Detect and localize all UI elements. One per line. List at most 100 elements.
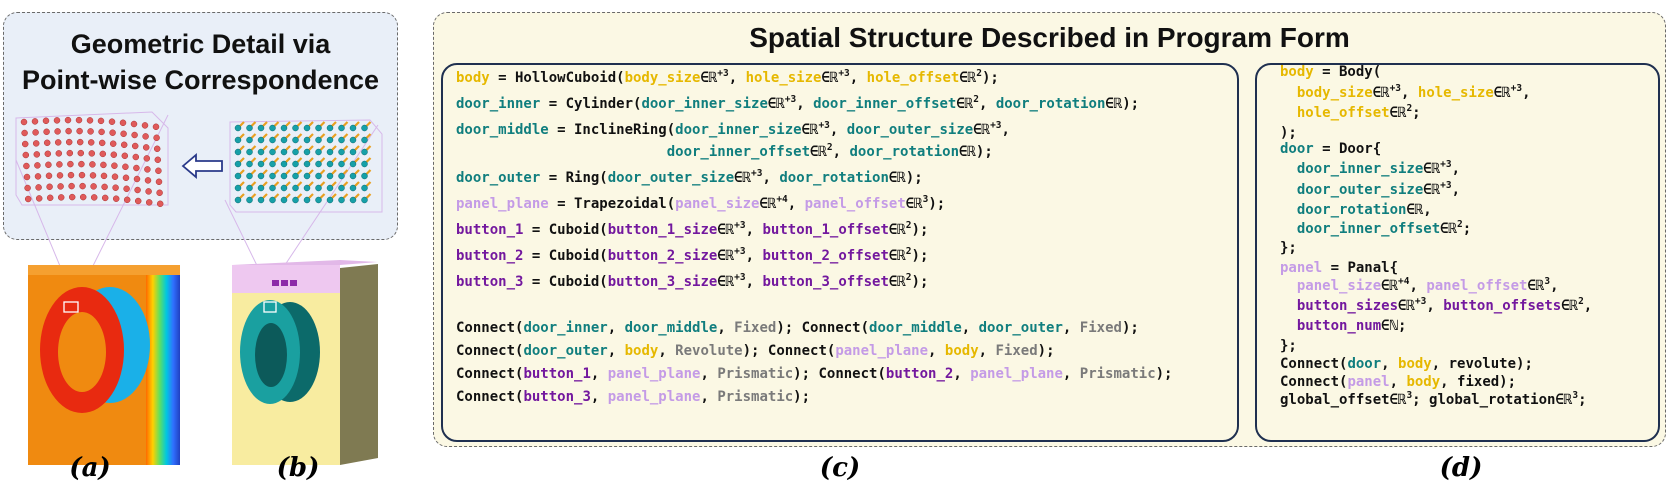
- point-marker: [33, 151, 41, 158]
- code-token: ,: [745, 274, 763, 290]
- point-marker: [101, 194, 109, 202]
- code-line: button_3 = Cuboid(button_3_size∈ℝ+3, but…: [456, 272, 928, 292]
- point-marker: [76, 138, 84, 146]
- point-correspondence-title: Geometric Detail via Point-wise Correspo…: [3, 26, 398, 98]
- point-marker: [141, 122, 149, 129]
- point-marker: [155, 167, 162, 175]
- code-token: door_rotation: [1296, 202, 1407, 218]
- point-marker: [326, 196, 334, 204]
- point-marker: [130, 120, 138, 128]
- code-token: ∈ℝ: [734, 170, 752, 186]
- code-token: ,: [1451, 182, 1461, 198]
- point-marker: [292, 148, 299, 156]
- code-token: door: [1347, 356, 1382, 372]
- program-box-c: [441, 63, 1239, 442]
- point-marker: [234, 136, 242, 144]
- code-token: ∈ℝ);: [1105, 96, 1140, 112]
- code-token: button_1: [523, 366, 591, 382]
- point-marker: [145, 188, 152, 195]
- code-line: };: [1280, 238, 1297, 258]
- code-token: ,: [1451, 161, 1461, 177]
- code-token: 2: [976, 68, 982, 79]
- code-token: ∈ℝ);: [959, 144, 993, 160]
- point-marker: [246, 124, 253, 132]
- point-marker: [145, 199, 153, 206]
- point-marker: [315, 124, 322, 132]
- code-token: = Ring(: [540, 170, 608, 186]
- code-token: ∈ℝ: [767, 96, 785, 112]
- point-marker: [349, 196, 357, 204]
- point-marker: [280, 160, 288, 168]
- code-line: button_2 = Cuboid(button_2_size∈ℝ+3, but…: [456, 246, 928, 266]
- point-marker: [142, 133, 149, 140]
- point-marker: [133, 175, 141, 183]
- code-token: ∈ℝ: [1440, 221, 1458, 237]
- point-marker: [144, 177, 152, 184]
- point-marker: [338, 172, 345, 180]
- code-token: button_1_offset: [762, 222, 889, 238]
- code-token: door_middle: [456, 122, 549, 138]
- point-marker: [90, 183, 97, 190]
- code-token: ,: [717, 320, 735, 336]
- point-marker: [76, 127, 83, 135]
- code-token: ,: [796, 96, 814, 112]
- code-line: body = Body(: [1280, 62, 1381, 82]
- point-marker: [98, 128, 105, 136]
- code-token: ∈ℝ: [1423, 161, 1441, 177]
- point-marker: [97, 117, 105, 125]
- code-token: ,: [700, 389, 718, 405]
- code-line: Connect(button_3, panel_plane, Prismatic…: [456, 387, 810, 407]
- code-token: ,: [928, 343, 945, 359]
- code-token: ∈ℝ,: [1406, 202, 1432, 218]
- code-line: body_size∈ℝ+3, hole_size∈ℝ+3,: [1280, 83, 1531, 103]
- point-marker: [133, 164, 140, 172]
- code-token: body: [944, 343, 979, 359]
- point-marker: [338, 136, 345, 144]
- point-marker: [110, 151, 118, 158]
- point-marker: [361, 136, 368, 144]
- point-marker: [87, 128, 94, 135]
- point-marker: [338, 160, 345, 168]
- washer-a: [28, 265, 180, 465]
- point-marker: [303, 124, 311, 132]
- point-marker: [257, 160, 265, 168]
- code-token: button_1_size: [607, 222, 718, 238]
- code-token: ,: [787, 196, 805, 212]
- point-marker: [123, 185, 130, 193]
- code-line: body = HollowCuboid(body_size∈ℝ+3, hole_…: [456, 68, 999, 88]
- spatial-structure-title: Spatial Structure Described in Program F…: [749, 22, 1350, 53]
- code-line: Connect(panel, body, fixed);: [1280, 372, 1516, 392]
- point-marker: [280, 196, 288, 204]
- point-marker: [361, 184, 368, 192]
- code-token: = Trapezoidal(: [548, 196, 676, 212]
- point-marker: [154, 156, 162, 164]
- code-token: 2: [1406, 103, 1413, 114]
- point-marker: [144, 166, 151, 173]
- code-token: +3: [1414, 296, 1427, 307]
- point-marker: [75, 116, 83, 124]
- code-token: door_outer_size: [607, 170, 735, 186]
- point-marker: [303, 196, 311, 204]
- caption-d: (d): [1440, 453, 1483, 483]
- point-marker: [57, 183, 64, 190]
- point-marker: [65, 138, 73, 146]
- title-line-2: Point-wise Correspondence: [21, 65, 380, 95]
- code-token: = Cuboid(: [523, 222, 608, 238]
- code-token: );: [1280, 125, 1297, 141]
- point-marker: [361, 196, 368, 204]
- point-marker: [280, 184, 288, 192]
- point-marker: [269, 160, 276, 168]
- code-token: +3: [717, 68, 729, 79]
- code-token: ∈ℝ: [1493, 85, 1511, 101]
- code-line: door_inner = Cylinder(door_inner_size∈ℝ+…: [456, 94, 1139, 114]
- point-marker: [269, 184, 276, 192]
- point-marker: [54, 139, 62, 146]
- point-marker: [292, 136, 299, 144]
- code-token: ∈ℕ;: [1381, 318, 1407, 334]
- point-marker: [134, 186, 141, 194]
- point-marker: [292, 172, 299, 180]
- code-token: ∈ℝ: [888, 248, 906, 264]
- code-token: = HollowCuboid(: [489, 70, 625, 86]
- code-token: +3: [734, 246, 746, 257]
- code-token: };: [1280, 240, 1297, 256]
